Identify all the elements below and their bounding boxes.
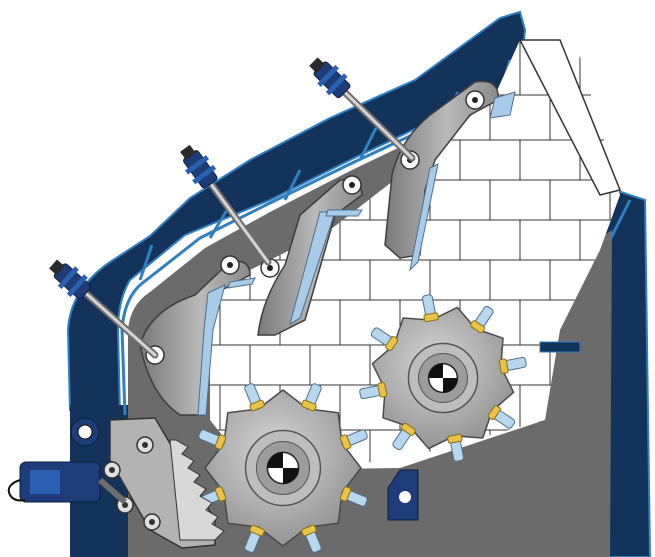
feed-chute	[518, 39, 622, 196]
apron-plate	[384, 80, 499, 259]
rotors	[198, 294, 527, 553]
pivot-pin-core	[109, 467, 115, 473]
adjusting-rod-icon	[309, 57, 416, 162]
hammer	[244, 524, 265, 553]
hammer-tip	[385, 335, 399, 351]
hammer	[470, 305, 494, 334]
hammer-tip	[249, 399, 265, 412]
impact-apron	[257, 175, 363, 336]
rod-cylinder	[180, 144, 218, 189]
apron-liner	[409, 163, 439, 272]
pivot-pin-core	[227, 262, 233, 268]
apron-liner	[197, 284, 226, 416]
center-marker-quarter	[428, 363, 443, 378]
rotor	[198, 383, 368, 553]
cylinder-clamp	[317, 64, 339, 87]
impact-apron	[139, 255, 251, 416]
pivot-pin-core	[149, 519, 155, 525]
hammer-tip	[498, 358, 509, 374]
hammer	[392, 422, 416, 451]
pivot-pin-core	[142, 442, 148, 448]
housing-rib	[358, 127, 378, 161]
grinding-path-mechanism	[7, 417, 225, 549]
hammer	[421, 294, 439, 323]
hammer	[498, 356, 527, 374]
hammer	[339, 486, 368, 507]
hammer-tip	[470, 320, 486, 334]
support-bracket	[387, 469, 419, 521]
cylinder-clamp	[325, 73, 348, 96]
hammer-tip	[214, 434, 227, 450]
hydraulic-hose	[7, 479, 26, 502]
center-marker-quarter	[267, 452, 283, 468]
apron-liner	[227, 277, 256, 289]
cylinder-cap	[49, 259, 65, 276]
housing-rib	[608, 199, 632, 241]
apron-plate	[139, 260, 251, 416]
adjusting-rod-icon	[49, 259, 159, 359]
hydraulic-rod	[98, 477, 127, 505]
impact-aprons	[139, 80, 516, 416]
hammer	[198, 429, 227, 450]
apron-liner	[325, 209, 363, 217]
hammer-tip	[249, 524, 265, 537]
hammer	[487, 405, 516, 429]
hammer-tip	[487, 405, 501, 421]
hammer-tip	[423, 312, 439, 323]
pivot-pin-core	[267, 265, 273, 271]
hammer	[301, 383, 322, 412]
cylinder-cap	[309, 57, 325, 73]
grinding-teeth	[169, 439, 225, 541]
hammer-tip	[301, 399, 317, 412]
crushing-chamber	[128, 95, 612, 557]
hammer-tip	[400, 422, 416, 436]
cylinder-clamp	[192, 164, 217, 185]
cylinder-clamp	[57, 266, 79, 290]
center-marker-quarter	[283, 468, 299, 484]
hammer	[339, 429, 368, 450]
cylinder-clamp	[66, 274, 88, 298]
pivot-pin-core	[472, 97, 478, 103]
apron-adjusting-rods	[49, 57, 416, 359]
hammer-tip	[339, 434, 352, 450]
apron-liner	[489, 91, 516, 119]
pivot-pin-core	[349, 182, 355, 188]
hammer-tip	[339, 486, 352, 502]
hammer	[447, 433, 465, 462]
center-marker-quarter	[443, 378, 458, 393]
hammer	[301, 524, 322, 553]
center-marker-icon	[77, 424, 93, 440]
cylinder-cap	[180, 144, 196, 160]
grinding-bar	[539, 341, 581, 353]
hammer-tip	[214, 486, 227, 502]
hammer	[359, 382, 388, 400]
hammer-tip	[377, 382, 388, 398]
hammer-tip	[447, 433, 463, 444]
adjusting-rod-icon	[180, 144, 272, 266]
housing-rib	[283, 169, 302, 201]
rod-cylinder	[309, 57, 351, 99]
rod-cylinder	[49, 259, 92, 300]
rotor	[359, 294, 527, 462]
hammer	[370, 327, 399, 351]
hammer	[244, 383, 265, 412]
hydraulic-block	[30, 470, 60, 494]
hammer-tip	[301, 524, 317, 537]
housing-rib	[138, 244, 154, 281]
cylinder-clamp	[185, 155, 209, 175]
